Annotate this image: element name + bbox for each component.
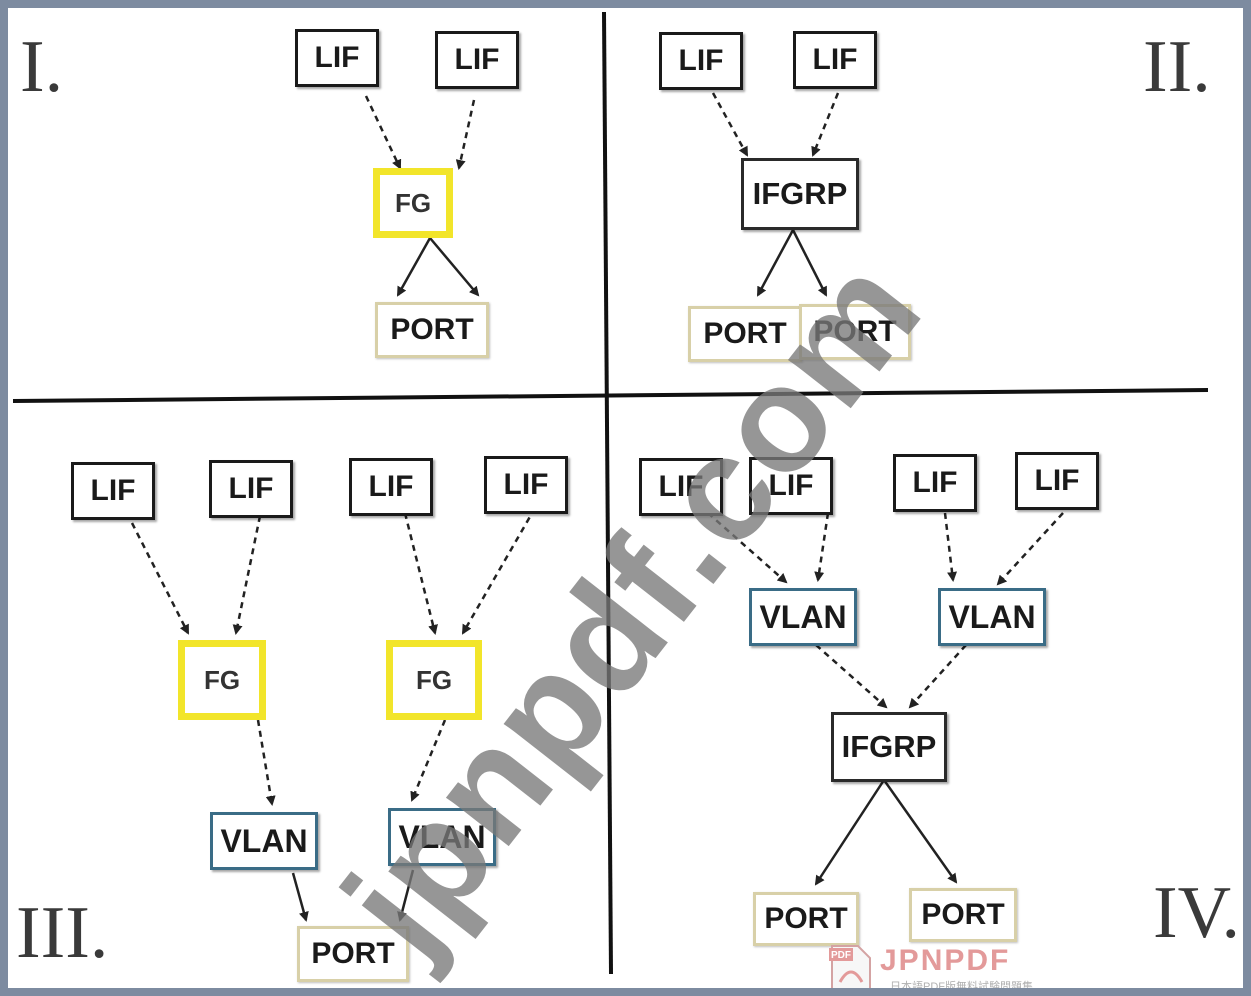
q1-lif-node: LIF (435, 31, 519, 89)
q3-lif-node: LIF (349, 458, 433, 516)
q4-ifgrp-node: IFGRP (831, 712, 947, 782)
arrow-q1-fg-port-right (429, 237, 480, 297)
q3-fg-node: FG (178, 640, 266, 720)
q1-fg-node: FG (373, 168, 453, 238)
logo-badge-text: PDF (831, 950, 851, 961)
q4-vlan-node: VLAN (749, 588, 857, 646)
arrow-q3-lif2-fg1 (232, 515, 262, 635)
logo-text: JPNPDF (880, 944, 1011, 977)
q4-lif-node: LIF (893, 454, 977, 512)
q4-lif-node: LIF (749, 457, 833, 515)
q3-vlan-node: VLAN (210, 812, 318, 870)
arrow-q3-lif3-fg2 (403, 512, 438, 635)
arrow-q3-fg1-vlan1 (256, 719, 276, 806)
divider-vertical (602, 11, 613, 975)
arrow-q3-lif1-fg1 (130, 522, 190, 635)
pdf-file-icon: PDF (829, 945, 871, 988)
q3-fg-node: FG (386, 640, 482, 720)
arrow-q4-ifgrp-port2 (882, 779, 958, 884)
arrow-q3-fg2-vlan2 (410, 719, 447, 802)
arrow-q2-lif1-ifgrp (711, 92, 749, 157)
arrow-q3-vlan1-port (291, 872, 309, 922)
q4-lif-node: LIF (639, 458, 723, 516)
q4-lif-node: LIF (1015, 452, 1099, 510)
arrow-q2-ifgrp-port1 (756, 229, 795, 297)
arrow-q4-lif3-vlan2 (943, 512, 958, 582)
quadrant-label-ii: II. (1143, 26, 1211, 108)
diagram-canvas: I. II. III. IV. LIF LIF FG PORT LIF LIF … (8, 8, 1243, 988)
arrow-q1-lif2-fg (455, 99, 476, 170)
quadrant-label-iv: IV. (1153, 872, 1241, 954)
jpnpdf-logo: PDF JPNPDF 日本語PDF版無料試験問題集 (828, 944, 1033, 988)
arrow-q2-lif2-ifgrp (811, 92, 840, 157)
q2-ifgrp-node: IFGRP (741, 158, 859, 230)
arrow-q4-lif1-vlan1 (707, 512, 788, 584)
divider-horizontal (12, 388, 1209, 403)
q3-lif-node: LIF (484, 456, 568, 514)
arrow-q1-lif1-fg (364, 95, 402, 170)
q1-port-node: PORT (375, 302, 489, 358)
q3-lif-node: LIF (71, 462, 155, 520)
q2-port-node: PORT (799, 304, 911, 360)
q3-lif-node: LIF (209, 460, 293, 518)
arrow-q2-ifgrp-port2 (791, 229, 828, 297)
arrow-q1-fg-port-left (396, 237, 432, 297)
arrow-q4-lif2-vlan1 (814, 512, 830, 582)
q1-lif-node: LIF (295, 29, 379, 87)
arrow-q4-ifgrp-port1 (814, 779, 886, 886)
arrow-q4-lif4-vlan2 (996, 512, 1064, 586)
q4-port-node: PORT (753, 892, 859, 946)
arrow-q4-vlan1-ifgrp (815, 644, 888, 709)
q4-vlan-node: VLAN (938, 588, 1046, 646)
q3-vlan-node: VLAN (388, 808, 496, 866)
quadrant-label-i: I. (20, 26, 64, 108)
quadrant-label-iii: III. (16, 892, 109, 974)
q3-port-node: PORT (297, 926, 409, 982)
q2-port-node: PORT (688, 306, 802, 362)
arrow-q3-lif4-fg2 (461, 507, 537, 635)
arrow-q4-vlan2-ifgrp (908, 644, 967, 709)
arrow-q3-vlan2-port (397, 869, 415, 922)
logo-subtext: 日本語PDF版無料試験問題集 (890, 981, 1033, 988)
q4-port-node: PORT (909, 888, 1017, 942)
q2-lif-node: LIF (793, 31, 877, 89)
connector-layer (12, 11, 1209, 975)
q2-lif-node: LIF (659, 32, 743, 90)
